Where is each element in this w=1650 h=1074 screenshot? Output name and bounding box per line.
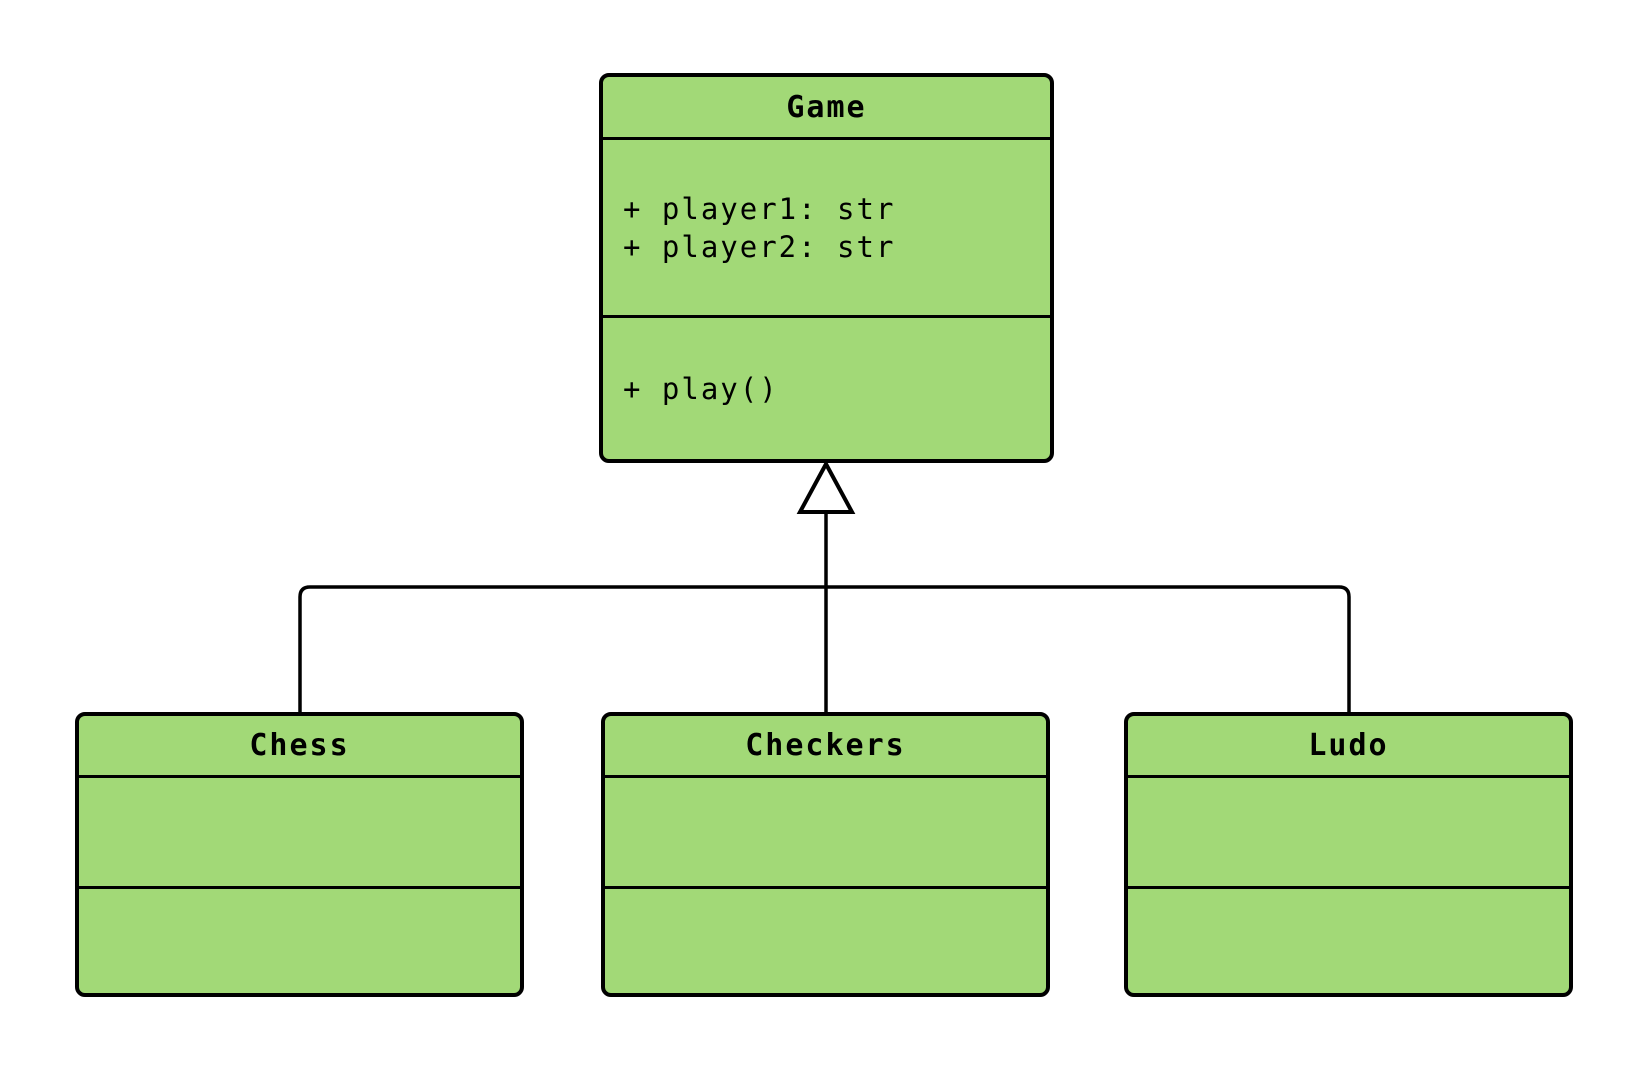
class-title-chess: Chess xyxy=(79,716,520,778)
inheritance-triangle-icon xyxy=(796,459,856,514)
class-methods-game: + play() xyxy=(603,318,1050,459)
class-methods-ludo xyxy=(1128,889,1569,993)
connector-branch-rail xyxy=(298,585,1351,712)
class-methods-checkers xyxy=(605,889,1046,993)
class-attributes-chess xyxy=(79,778,520,889)
method-line: + play() xyxy=(623,371,779,406)
attribute-line: + player2: str xyxy=(623,229,896,264)
class-attributes-checkers xyxy=(605,778,1046,889)
class-box-checkers: Checkers xyxy=(601,712,1050,997)
class-title-ludo: Ludo xyxy=(1128,716,1569,778)
class-box-ludo: Ludo xyxy=(1124,712,1573,997)
class-box-game: Game + player1: str + player2: str + pla… xyxy=(599,73,1054,463)
class-title-game: Game xyxy=(603,77,1050,140)
class-box-chess: Chess xyxy=(75,712,524,997)
class-methods-chess xyxy=(79,889,520,993)
class-title-checkers: Checkers xyxy=(605,716,1046,778)
class-attributes-ludo xyxy=(1128,778,1569,889)
attribute-line: + player1: str xyxy=(623,191,896,226)
class-attributes-game: + player1: str + player2: str xyxy=(603,140,1050,318)
